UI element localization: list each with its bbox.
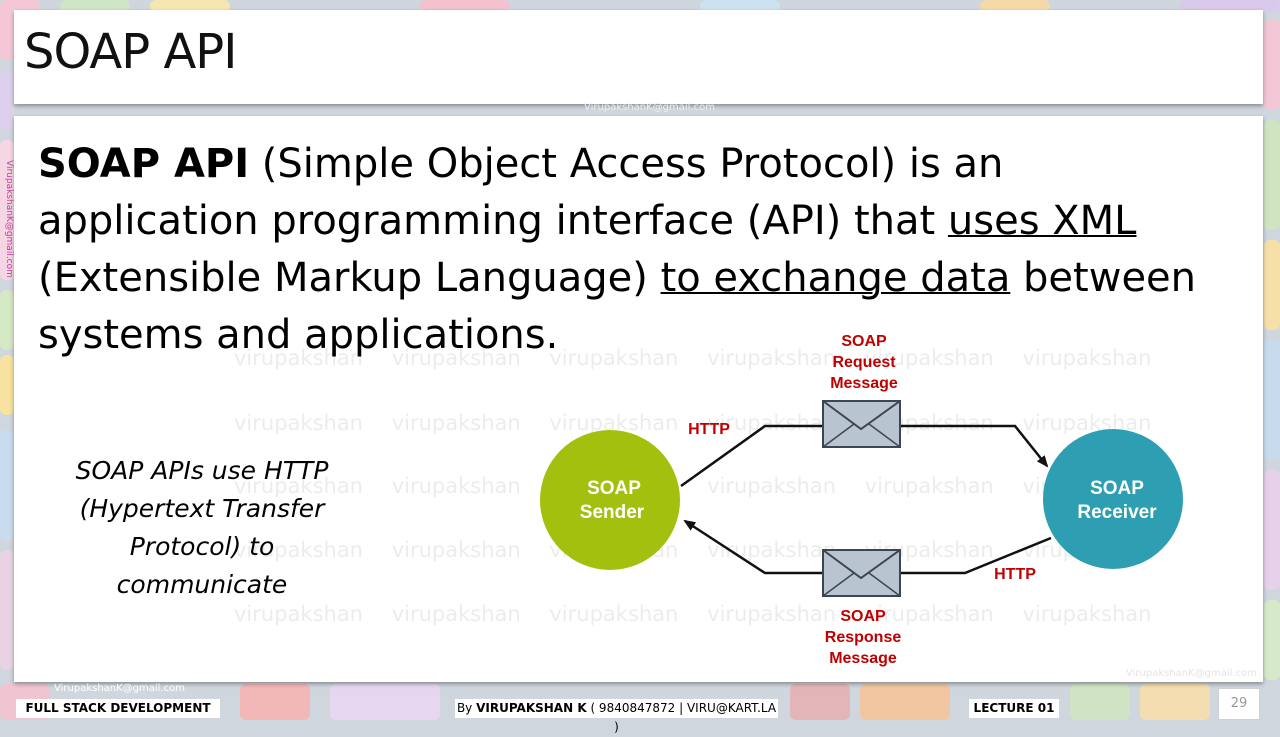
content-box: virupakshan virupakshan virupakshan viru… [14,116,1263,682]
watermark-email-bottom-left: VirupakshanK@gmail.com [54,683,185,694]
footer-course: FULL STACK DEVELOPMENT [16,699,220,718]
request-label-3: Message [830,375,898,392]
definition-paragraph: SOAP API (Simple Object Access Protocol)… [38,141,1197,358]
footer-author: By VIRUPAKSHAN K ( 9840847872 | VIRU@KAR… [455,699,778,734]
soap-diagram: SOAP Sender SOAP Receiver HTTP HTTP SOAP… [540,333,1183,667]
response-envelope-icon [822,549,901,597]
request-label-1: SOAP [841,333,887,350]
soap-receiver-node [1043,429,1183,569]
title-box: SOAP API [14,10,1263,104]
http-label-bottom: HTTP [994,566,1036,583]
http-side-note: SOAP APIs use HTTP (Hypertext Transfer P… [75,456,329,599]
underline-uses-xml: uses XML [947,198,1137,244]
sender-label-1: SOAP [587,478,641,499]
background-tiles [0,0,1280,720]
http-label-top: HTTP [688,421,730,438]
watermark-row: virupakshan virupakshan virupakshan viru… [234,602,1152,626]
page-number: 29 [1218,688,1260,720]
receiver-label-1: SOAP [1090,478,1144,499]
watermark-email-bottom-right: VirupakshanK@gmail.com [1126,668,1257,679]
soap-sender-node [540,430,680,570]
watermark-email-top: VirupakshanK@gmail.com [584,102,715,113]
response-label-3: Message [829,650,897,667]
sender-label-2: Sender [580,502,645,523]
response-label-1: SOAP [840,608,886,625]
request-label-2: Request [832,354,896,371]
slide-title: SOAP API [24,24,237,80]
request-envelope-icon [822,400,901,448]
watermark-email-side: VirupakshanK@gmail.com [4,160,14,278]
watermark-row: virupakshan virupakshan virupakshan viru… [234,346,1152,370]
footer-lecture: LECTURE 01 [969,699,1059,718]
term-bold: SOAP API [38,141,250,187]
response-label-2: Response [825,629,902,646]
receiver-label-2: Receiver [1077,502,1157,523]
underline-exchange-data: to exchange data [660,255,1011,301]
